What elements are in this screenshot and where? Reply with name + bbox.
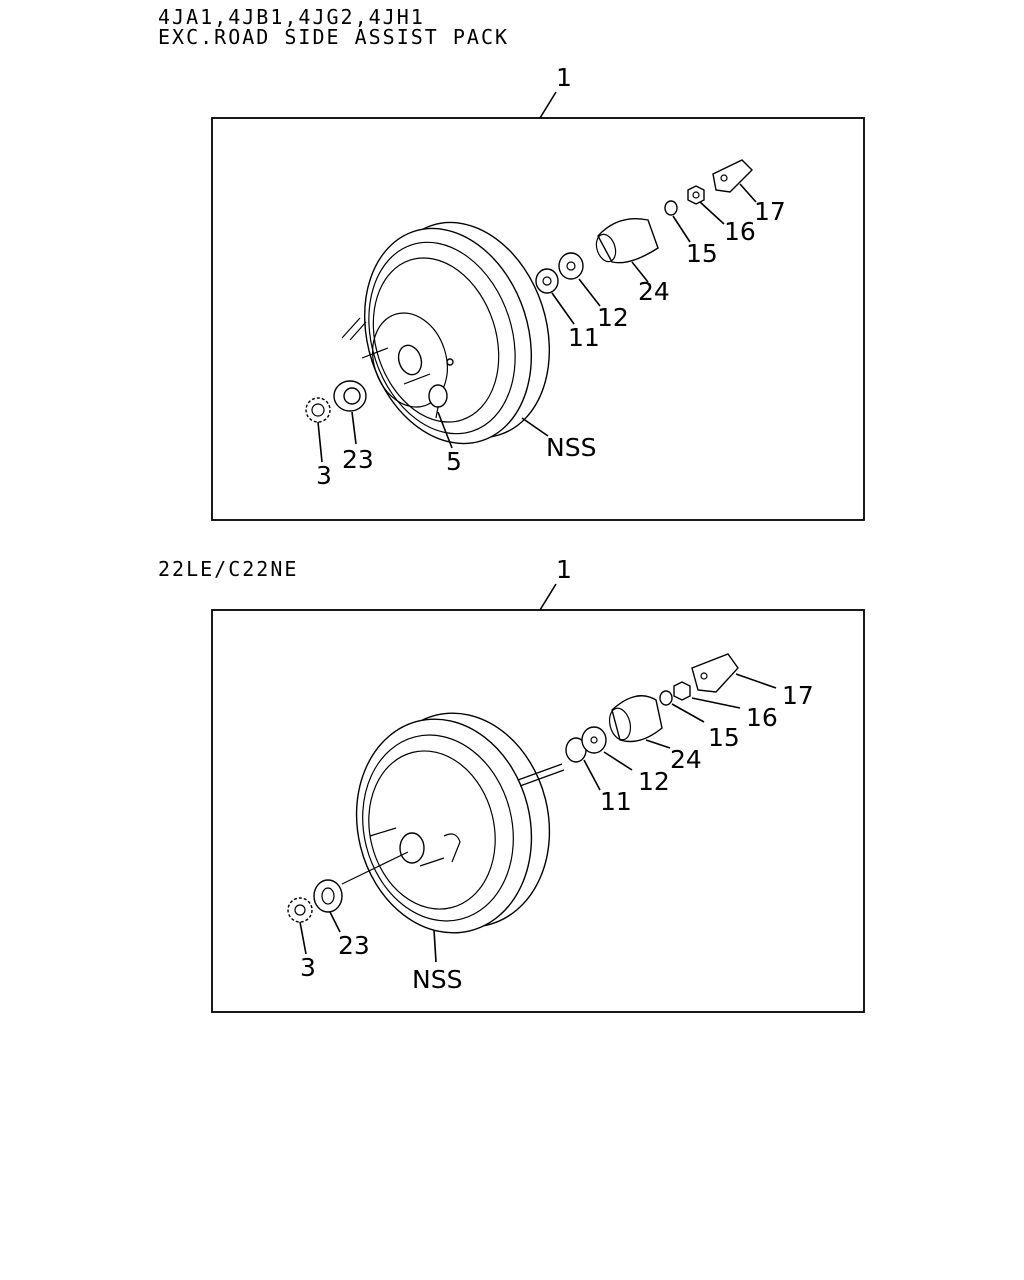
callout-15[interactable]: 15 [686, 239, 718, 268]
callout-24[interactable]: 24 [638, 277, 670, 306]
washer-12[interactable] [558, 252, 584, 280]
callout-3-b[interactable]: 3 [300, 953, 316, 982]
callout-16-b[interactable]: 16 [746, 703, 778, 732]
bottom-diagram: 1 [211, 555, 865, 1013]
retainer-nut[interactable] [305, 397, 331, 423]
callout-11-b[interactable]: 11 [600, 787, 632, 816]
heading-variant: EXC.ROAD SIDE ASSIST PACK [158, 25, 510, 49]
assembly-leader-2 [539, 583, 557, 611]
callout-15-b[interactable]: 15 [708, 723, 740, 752]
callout-5[interactable]: 5 [446, 447, 462, 476]
callout-assembly[interactable]: 1 [556, 63, 572, 92]
callout-3[interactable]: 3 [316, 461, 332, 490]
top-diagram-frame [211, 117, 865, 521]
callout-12[interactable]: 12 [597, 303, 629, 332]
washer-11[interactable] [535, 268, 559, 294]
check-valve[interactable] [428, 358, 454, 419]
washer-12-2[interactable] [581, 726, 607, 754]
callout-23[interactable]: 23 [342, 445, 374, 474]
assembly-leader [539, 91, 557, 119]
washer-15[interactable] [664, 200, 678, 216]
bottom-diagram-frame [211, 609, 865, 1013]
callout-11[interactable]: 11 [568, 323, 600, 352]
callout-17[interactable]: 17 [754, 197, 786, 226]
callout-23-b[interactable]: 23 [338, 931, 370, 960]
washer-15-2[interactable] [659, 690, 673, 706]
heading-engine-models-2: 22LE/C22NE [158, 557, 299, 581]
callout-16[interactable]: 16 [724, 217, 756, 246]
lock-nut[interactable] [687, 185, 705, 205]
lock-nut-2[interactable] [673, 681, 691, 701]
push-rod-boot[interactable] [593, 218, 659, 264]
callout-12-b[interactable]: 12 [638, 767, 670, 796]
push-rod-boot-2[interactable] [606, 695, 663, 743]
brake-booster[interactable] [338, 201, 576, 466]
callout-17-b[interactable]: 17 [782, 681, 814, 710]
heading-engine-models: 4JA1,4JB1,4JG2,4JH1 [158, 5, 425, 29]
callout-nss-b[interactable]: NSS [412, 965, 462, 994]
clevis[interactable] [712, 159, 753, 193]
callout-nss[interactable]: NSS [546, 433, 596, 462]
clevis-2[interactable] [691, 653, 739, 693]
callout-assembly-2[interactable]: 1 [556, 555, 572, 584]
retainer-nut-2[interactable] [287, 897, 313, 923]
seal-part[interactable] [333, 380, 367, 412]
seal-part-2[interactable] [313, 879, 343, 913]
brake-booster-2[interactable] [334, 694, 571, 951]
callout-24-b[interactable]: 24 [670, 745, 702, 774]
top-diagram: 1 [211, 63, 865, 521]
